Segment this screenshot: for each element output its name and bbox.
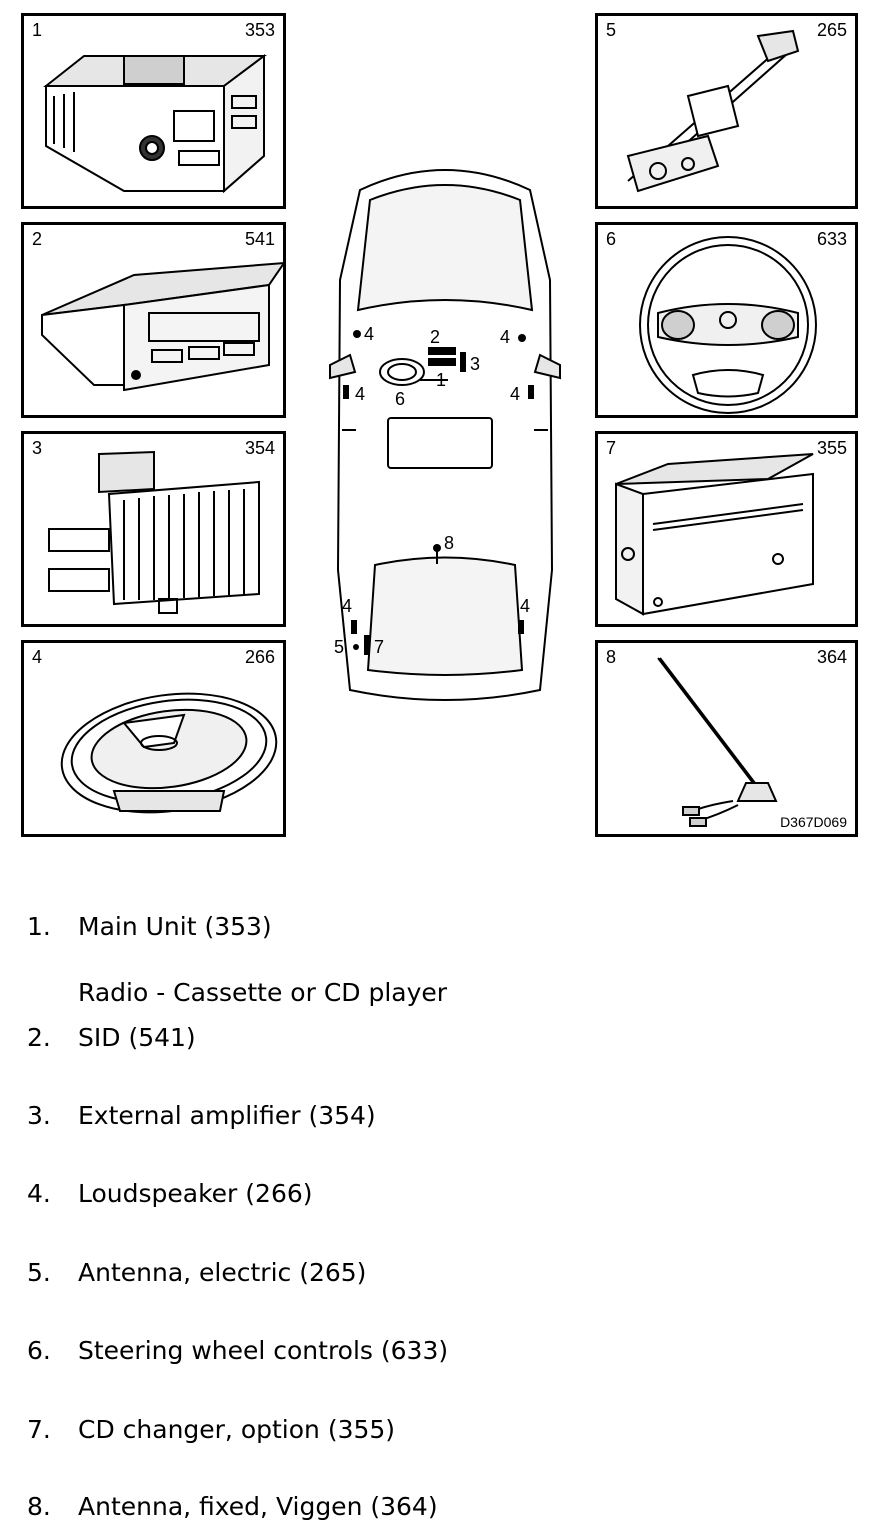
legend-number: 6.	[27, 1336, 51, 1365]
sunroof	[387, 417, 493, 469]
legend-number: 5.	[27, 1258, 51, 1287]
legend-text: Main Unit (353)	[78, 912, 272, 941]
loudspeaker-drawing	[60, 692, 278, 814]
car-label-3: 3	[470, 354, 480, 374]
legend-text: CD changer, option (355)	[78, 1415, 396, 1444]
amplifier-drawing	[48, 450, 260, 614]
panel-electric-antenna: 5 265	[595, 13, 858, 209]
car-top-view: 2 3 1 6 4 4 4 4 8 4 4 5 7	[329, 169, 561, 701]
panel-number: 7	[606, 438, 617, 458]
marker-speaker-ml	[343, 385, 349, 399]
car-label-8: 8	[444, 533, 454, 553]
car-label-4: 4	[342, 596, 352, 616]
panel-number: 2	[32, 229, 43, 249]
windshield	[356, 184, 534, 312]
cd-changer-drawing	[615, 453, 814, 616]
legend-number: 8.	[27, 1492, 51, 1521]
car-label-2: 2	[430, 327, 440, 347]
drawing-code: D367D069	[780, 814, 847, 830]
panel-code: 364	[816, 647, 847, 667]
sid-drawing	[41, 262, 283, 392]
marker-speaker-mr	[528, 385, 534, 399]
panel-code: 353	[244, 20, 275, 40]
marker-sid	[428, 347, 456, 355]
panel-code: 541	[244, 229, 275, 249]
panel-number: 8	[606, 647, 617, 667]
panel-code: 265	[816, 20, 847, 40]
mirror-left	[329, 353, 357, 380]
car-label-4: 4	[510, 384, 520, 404]
car-label-4: 4	[520, 596, 530, 616]
panel-number: 5	[606, 20, 617, 40]
marker-amplifier	[460, 352, 466, 372]
legend-number: 3.	[27, 1101, 51, 1130]
car-label-1: 1	[436, 370, 446, 390]
electric-antenna-drawing	[626, 29, 800, 193]
legend-text: External amplifier (354)	[78, 1101, 376, 1130]
fixed-antenna-drawing	[657, 657, 778, 827]
car-body-outline	[336, 169, 554, 701]
marker-speaker-fl	[353, 330, 361, 338]
panel-fixed-antenna: 8 364 D367D069	[595, 640, 858, 837]
car-label-4: 4	[364, 324, 374, 344]
car-label-7: 7	[374, 637, 384, 657]
panel-number: 4	[32, 647, 43, 667]
marker-antenna-fixed	[433, 544, 441, 552]
legend-subtext: Radio - Cassette or CD player	[78, 978, 448, 1007]
panel-code: 354	[244, 438, 275, 458]
legend-text: SID (541)	[78, 1023, 196, 1052]
panel-amplifier: 3 354	[21, 431, 286, 627]
panel-sid: 2 541	[21, 222, 286, 418]
panel-code: 633	[816, 229, 847, 249]
panel-main-unit: 1 353	[21, 13, 286, 209]
legend-text: Antenna, electric (265)	[78, 1258, 367, 1287]
car-label-4: 4	[500, 327, 510, 347]
main-unit-drawing	[43, 54, 267, 194]
legend-text: Loudspeaker (266)	[78, 1179, 313, 1208]
marker-speaker-fr	[518, 334, 526, 342]
car-label-6: 6	[395, 389, 405, 409]
steering-wheel-marker	[379, 358, 425, 386]
panel-code: 355	[816, 438, 847, 458]
steering-wheel-drawing	[639, 236, 817, 414]
marker-speaker-rr	[518, 620, 524, 634]
marker-cd-changer	[364, 635, 370, 655]
panel-number: 3	[32, 438, 43, 458]
legend-number: 7.	[27, 1415, 51, 1444]
legend-text: Antenna, fixed, Viggen (364)	[78, 1492, 438, 1521]
mirror-right	[533, 353, 561, 380]
panel-cd-changer: 7 355	[595, 431, 858, 627]
marker-antenna-electric	[353, 644, 359, 650]
rear-window	[366, 556, 524, 676]
legend-number: 1.	[27, 912, 51, 941]
marker-speaker-rl	[351, 620, 357, 634]
panel-steering-wheel: 6 633	[595, 222, 858, 418]
legend-text: Steering wheel controls (633)	[78, 1336, 449, 1365]
panel-number: 1	[32, 20, 43, 40]
legend-number: 2.	[27, 1023, 51, 1052]
panel-loudspeaker: 4 266	[21, 640, 286, 837]
legend-number: 4.	[27, 1179, 51, 1208]
car-label-5: 5	[334, 637, 344, 657]
panel-code: 266	[244, 647, 275, 667]
car-label-4: 4	[355, 384, 365, 404]
panel-number: 6	[606, 229, 617, 249]
